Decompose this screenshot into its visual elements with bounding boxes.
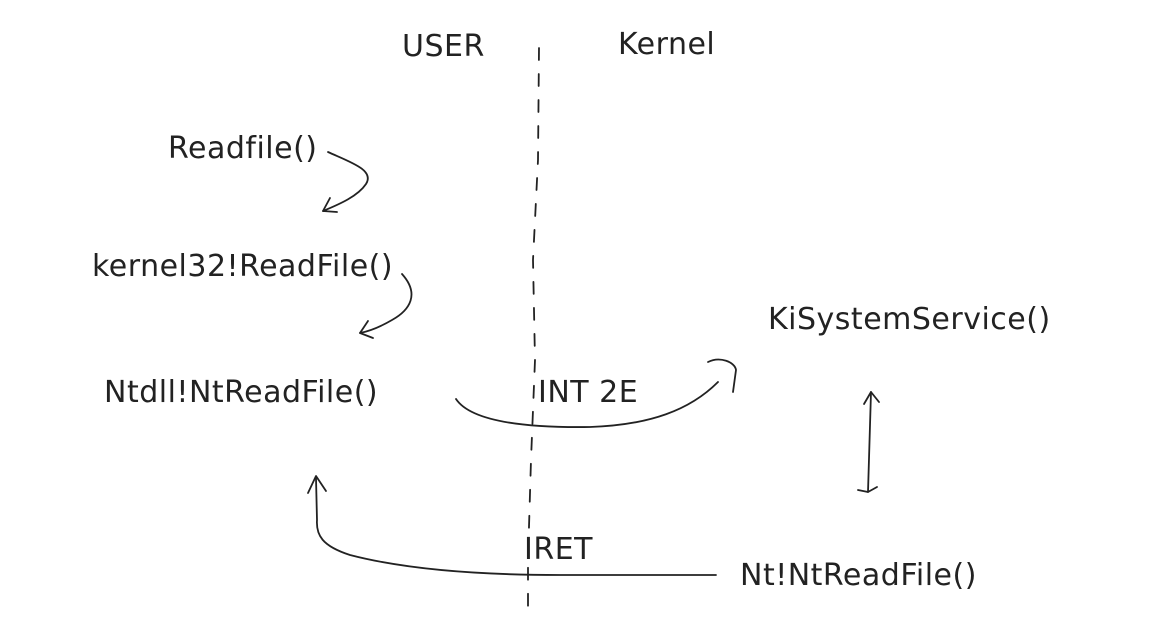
header-user: USER	[402, 29, 485, 64]
arrowhead-int2e	[707, 358, 737, 393]
arrowhead-kernel32-to-ntdll	[359, 320, 374, 339]
arrow-kernel32-to-ntdll	[359, 273, 413, 334]
arrowhead-readfile-to-kernel32	[322, 197, 338, 213]
label-int2e: INT 2E	[538, 375, 639, 410]
label-iret: IRET	[524, 532, 593, 567]
arrow-int2e	[455, 381, 719, 428]
arrow-readfile-to-kernel32	[322, 151, 369, 212]
arrowhead-iret	[307, 475, 327, 494]
node-kisystemservice: KiSystemService()	[768, 302, 1051, 337]
node-ntdll-ntreadfile: Ntdll!NtReadFile()	[104, 375, 379, 410]
header-kernel: Kernel	[618, 27, 716, 62]
arrowhead-up-kisystemservice	[863, 391, 880, 405]
node-nt-ntreadfile: Nt!NtReadFile()	[740, 558, 977, 593]
arrow-kisystemservice-ntreadfile	[867, 391, 872, 493]
user-kernel-boundary	[527, 47, 540, 619]
arrow-iret	[315, 477, 717, 576]
node-readfile: Readfile()	[168, 131, 318, 166]
node-kernel32-readfile: kernel32!ReadFile()	[92, 249, 394, 284]
arrowhead-down-ntreadfile	[857, 486, 878, 493]
